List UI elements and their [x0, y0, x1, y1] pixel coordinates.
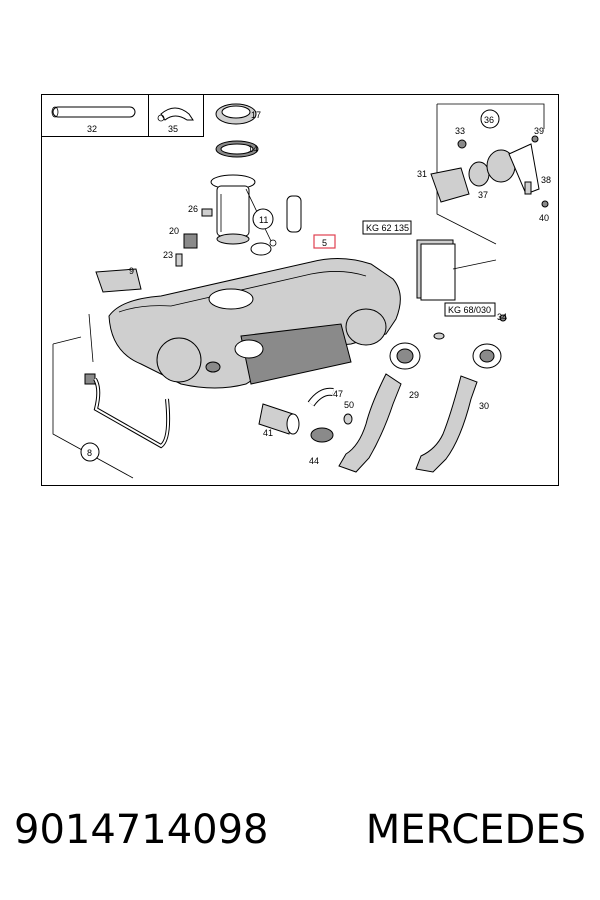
ref-box-kg-62-135[interactable]: KG 62 135: [362, 220, 412, 235]
label-29: 29: [409, 390, 419, 400]
label-37: 37: [478, 190, 488, 200]
label-17: 17: [251, 110, 261, 120]
part-47-hose: 47: [307, 387, 343, 407]
label-14: 14: [248, 144, 258, 154]
part-29-filler-neck: 29: [338, 342, 421, 473]
label-35: 35: [168, 124, 178, 134]
part-50-clip: 50: [343, 400, 354, 425]
part-23-plug: 23: [163, 250, 183, 267]
ref-kg-68-030: KG 68/030: [448, 305, 491, 315]
label-32: 32: [87, 124, 97, 134]
part-14-seal: 14: [215, 140, 259, 158]
label-47: 47: [333, 389, 343, 399]
label-34: 34: [497, 312, 507, 322]
part-31-bracket: 31: [417, 167, 470, 203]
part-30-filler-neck: 30: [415, 343, 502, 473]
fuel-pump-module: [210, 174, 277, 247]
label-5: 5: [322, 238, 327, 248]
ref-box-kg-68-030[interactable]: KG 68/030: [444, 302, 496, 317]
label-38: 38: [541, 175, 551, 185]
label-44: 44: [309, 456, 319, 466]
part-8-strap: 8: [80, 313, 171, 462]
label-50: 50: [344, 400, 354, 410]
label-11: 11: [259, 215, 268, 225]
fuel-tank: [108, 258, 401, 389]
part-number: 9014714098: [14, 807, 269, 853]
inset-box-32: 32: [41, 94, 149, 137]
caption: 9014714098 MERCEDES: [0, 800, 600, 860]
part-33-bolt: 33: [455, 126, 467, 149]
label-20: 20: [169, 226, 179, 236]
inset-box-35: 35: [148, 94, 204, 137]
part-20-connector: 20: [169, 226, 198, 249]
label-31: 31: [417, 169, 427, 179]
part-26-connector: 26: [188, 204, 213, 217]
part-36-callout: 36: [480, 109, 500, 129]
label-23: 23: [163, 250, 173, 260]
label-8: 8: [87, 448, 92, 458]
label-36: 36: [484, 115, 494, 125]
ref-doc-stack: [416, 239, 497, 301]
parts-diagram: 32 35 17 14 26 20 23: [41, 94, 559, 486]
label-26: 26: [188, 204, 198, 214]
part-5-callout[interactable]: 5: [313, 234, 336, 249]
part-41-pipe: 41: [258, 403, 300, 438]
label-40: 40: [539, 213, 549, 223]
brand-name: MERCEDES: [365, 807, 586, 853]
part-9-pad: 9: [95, 266, 142, 293]
part-34-washer: 34: [433, 312, 507, 340]
label-41: 41: [263, 428, 273, 438]
label-39: 39: [534, 126, 544, 136]
part-40-screw: 40: [539, 200, 549, 223]
part-44-clamp: 44: [309, 427, 334, 466]
ref-kg-62-135: KG 62 135: [366, 223, 409, 233]
part-17-lock-ring: 17: [215, 103, 261, 125]
part-38-sensor: 38: [524, 175, 551, 195]
label-9: 9: [129, 266, 134, 276]
label-33: 33: [455, 126, 465, 136]
label-30: 30: [479, 401, 489, 411]
part-11-fuel-filter: 11: [250, 195, 302, 256]
part-39-bolt: 39: [531, 126, 544, 143]
